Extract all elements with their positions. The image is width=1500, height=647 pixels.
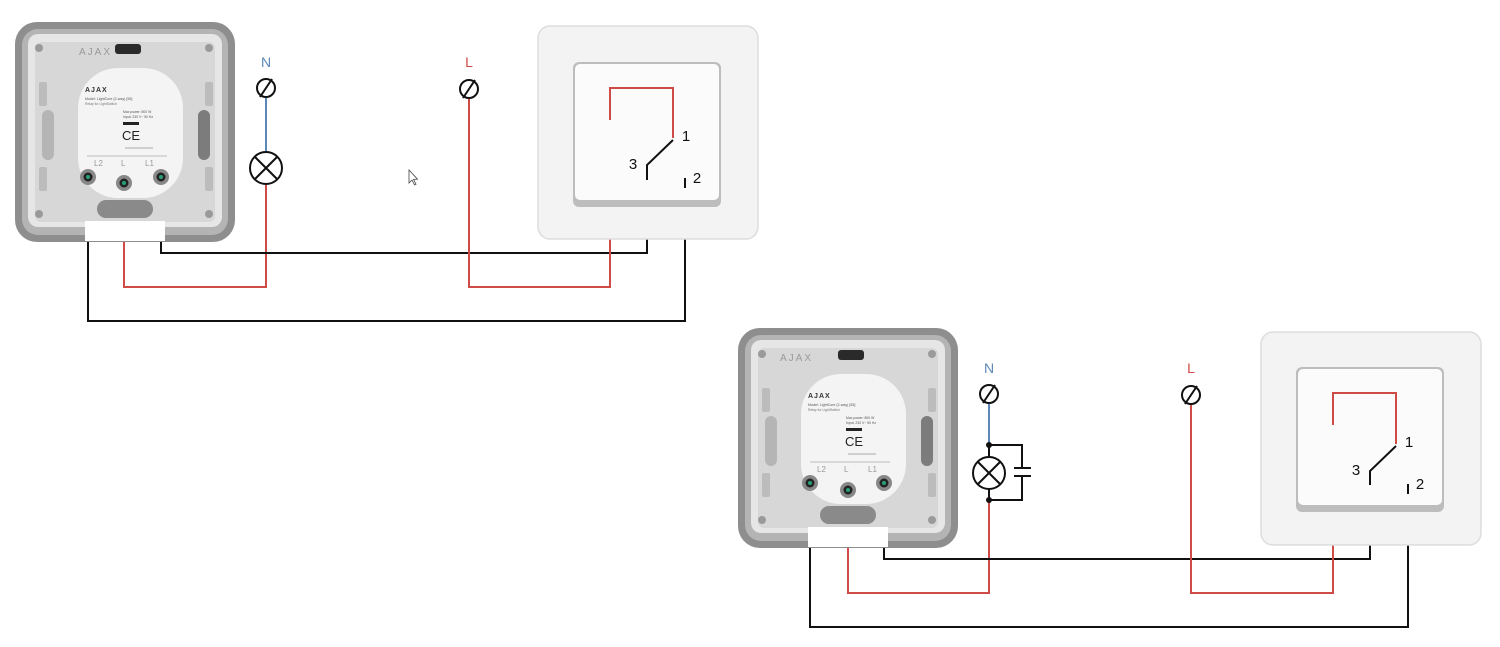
relay-module: AJAX AJAX Model: LightCore (2-way) [55] … xyxy=(738,328,958,548)
neutral-label: N xyxy=(984,360,994,376)
wall-switch: 1 3 2 xyxy=(1260,331,1482,546)
wall-switch: 1 3 2 xyxy=(537,25,759,240)
ce-mark: CE xyxy=(845,434,863,449)
terminal-symbol-icon xyxy=(256,78,276,98)
terminal-label-left: L2 xyxy=(817,465,826,474)
l2-traveler-wire xyxy=(809,484,1409,628)
neutral-label: N xyxy=(261,54,271,70)
switch-contact-1: 1 xyxy=(1405,434,1413,451)
relay-brand-embossed: AJAX xyxy=(79,47,112,58)
lamp-icon xyxy=(972,445,1006,500)
relay-model: Model: LightCore (2-way) [55] xyxy=(85,97,132,101)
neutral-terminal: N xyxy=(256,54,276,98)
neutral-terminal: N xyxy=(979,360,999,404)
diagram-top: AJAX AJAX Model: LightCore (2-way) [55] … xyxy=(15,22,759,322)
switch-contact-1: 1 xyxy=(682,128,690,145)
diagram-bottom: AJAX AJAX Model: LightCore (2-way) [55] … xyxy=(738,328,1482,628)
relay-label-brand: AJAX xyxy=(808,393,831,400)
terminal-symbol-icon xyxy=(459,79,479,99)
relay-power: Max power: 800 W xyxy=(846,416,875,420)
ce-mark: CE xyxy=(122,128,140,143)
live-terminal: L xyxy=(1181,360,1201,405)
relay-label-brand: AJAX xyxy=(85,87,108,94)
terminal-symbol-icon xyxy=(1181,385,1201,405)
terminal-label-right: L1 xyxy=(145,159,154,168)
l2-traveler-wire xyxy=(87,177,686,322)
terminal-symbol-icon xyxy=(979,384,999,404)
relay-input: Input: 230 V~ 50 Hz xyxy=(846,421,876,425)
live-label: L xyxy=(1187,360,1195,376)
relay-module: AJAX AJAX Model: LightCore (2-way) [55] … xyxy=(15,22,235,242)
switch-contact-3: 3 xyxy=(629,156,637,173)
terminal-label-mid: L xyxy=(121,159,126,168)
switch-contact-3: 3 xyxy=(1352,462,1360,479)
switch-contact-2: 2 xyxy=(693,170,701,187)
lamp-icon xyxy=(249,151,283,185)
terminal-label-mid: L xyxy=(844,465,849,474)
switch-contact-2: 2 xyxy=(1416,476,1424,493)
terminal-label-left: L2 xyxy=(94,159,103,168)
relay-subtitle: Relay for LightSwitch xyxy=(808,408,840,412)
mouse-pointer-icon xyxy=(408,168,419,186)
relay-input: Input: 230 V~ 50 Hz xyxy=(123,115,153,119)
relay-power: Max power: 800 W xyxy=(123,110,152,114)
live-label: L xyxy=(465,54,473,70)
relay-model: Model: LightCore (2-way) [55] xyxy=(808,403,855,407)
relay-subtitle: Relay for LightSwitch xyxy=(85,102,117,106)
live-terminal: L xyxy=(459,54,479,99)
terminal-label-right: L1 xyxy=(868,465,877,474)
relay-brand-embossed: AJAX xyxy=(780,353,813,364)
